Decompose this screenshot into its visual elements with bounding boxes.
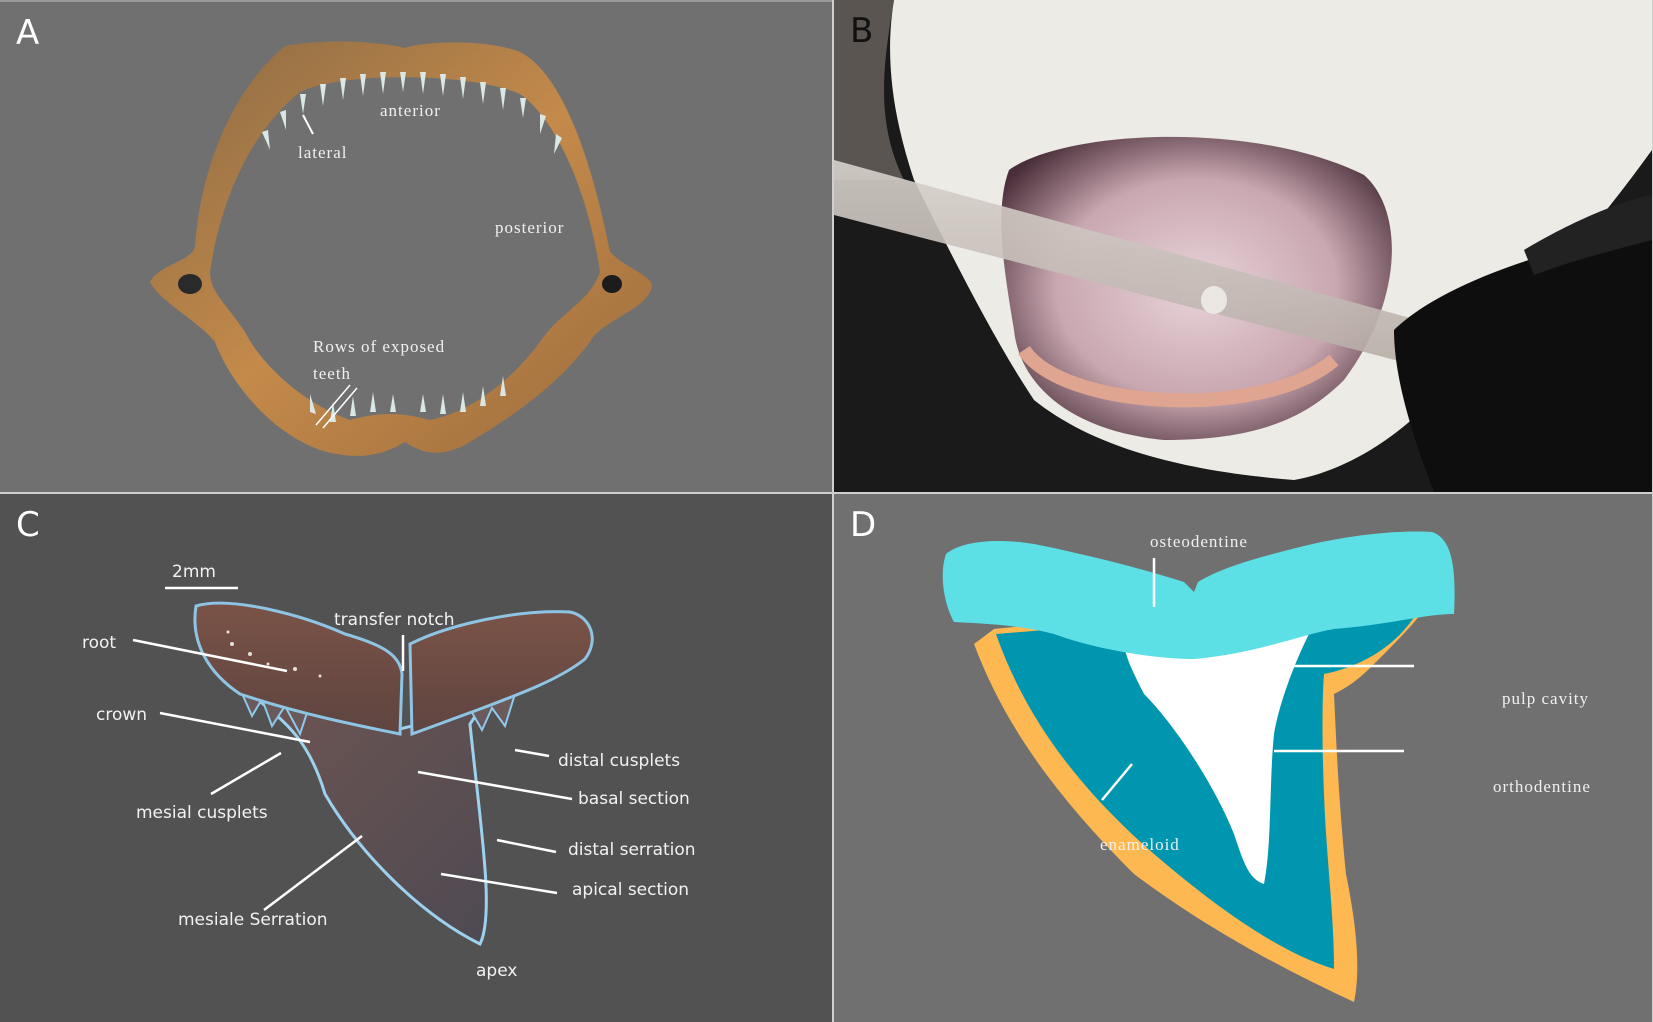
- label-posterior: posterior: [495, 218, 565, 237]
- distal-serration-leader-line: [496, 838, 557, 854]
- rows-leader-line-1: [315, 384, 351, 426]
- panel-b-model-photo: B: [834, 0, 1652, 492]
- label-transfer-notch: transfer notch: [334, 610, 455, 630]
- upper-teeth: [262, 72, 562, 154]
- panel-letter-b: B: [850, 11, 874, 51]
- black-glove: [1394, 230, 1652, 492]
- label-mesial-cusplets: mesial cusplets: [136, 803, 268, 823]
- model-gum: [1018, 345, 1339, 408]
- panel-letter-c: C: [16, 505, 40, 545]
- crown-leader-line: [159, 711, 311, 744]
- label-apex: apex: [476, 961, 518, 981]
- model-shark-mouth-photo: [834, 0, 1652, 492]
- apical-section-leader-line: [440, 872, 558, 895]
- rows-leader-line-2: [322, 387, 358, 429]
- mouth-opening: [210, 77, 600, 421]
- enameloid-leader-line: [1101, 763, 1133, 801]
- label-teeth: teeth: [313, 364, 352, 383]
- label-basal-section: basal section: [578, 789, 690, 809]
- label-root: root: [82, 633, 117, 653]
- root-right-lobe: [408, 610, 594, 737]
- panel-d-tooth-schematic: D osteodentine pulp cavity orthodentine …: [834, 494, 1652, 1022]
- tooth-micrograph-illustration: [132, 586, 594, 947]
- label-anterior: anterior: [380, 101, 441, 120]
- pulp-cavity: [1124, 634, 1309, 884]
- label-distal-serration: distal serration: [568, 840, 696, 860]
- osteodentine-layer: [942, 531, 1455, 659]
- mesiale-serration-leader-line: [263, 835, 363, 911]
- panel-letter-d: D: [850, 505, 877, 545]
- scale-bar-label: 2mm: [172, 562, 216, 582]
- panel-letter-a: A: [16, 13, 40, 53]
- transparent-tube: [834, 160, 1454, 370]
- root-pores: [226, 630, 322, 678]
- label-crown: crown: [96, 705, 148, 725]
- label-lateral: lateral: [298, 143, 348, 162]
- label-mesiale-serration: mesiale Serration: [178, 910, 328, 930]
- mesial-cusplets-leader-line: [210, 751, 282, 796]
- panel-c-tooth-micrograph: C 2mm root transfer notch crown distal c…: [0, 494, 832, 1022]
- label-enameloid: enameloid: [1100, 835, 1180, 854]
- tooth-blade: [249, 692, 488, 947]
- shark-jaw-illustration: [150, 41, 652, 456]
- label-distal-cusplets: distal cusplets: [558, 751, 681, 771]
- label-orthodentine: orthodentine: [1493, 777, 1591, 796]
- label-rows-of-exposed: Rows of exposed: [313, 337, 446, 356]
- panel-a-shark-jaw: A anterior lateral posterior Rows of exp…: [0, 0, 832, 492]
- water-droplet: [1201, 286, 1227, 314]
- label-osteodentine: osteodentine: [1150, 532, 1248, 551]
- label-apical-section: apical section: [572, 880, 690, 900]
- root-left-lobe: [193, 601, 404, 736]
- tooth-tissue-schematic: [942, 531, 1455, 1002]
- left-hinge: [178, 274, 202, 294]
- lateral-leader-line: [302, 114, 314, 135]
- lower-teeth: [310, 376, 506, 422]
- label-pulp-cavity: pulp cavity: [1502, 689, 1590, 708]
- root-leader-line: [132, 638, 288, 673]
- basal-section-leader-line: [417, 770, 573, 801]
- distal-cusplets-leader-line: [514, 748, 550, 758]
- right-hinge: [602, 275, 622, 293]
